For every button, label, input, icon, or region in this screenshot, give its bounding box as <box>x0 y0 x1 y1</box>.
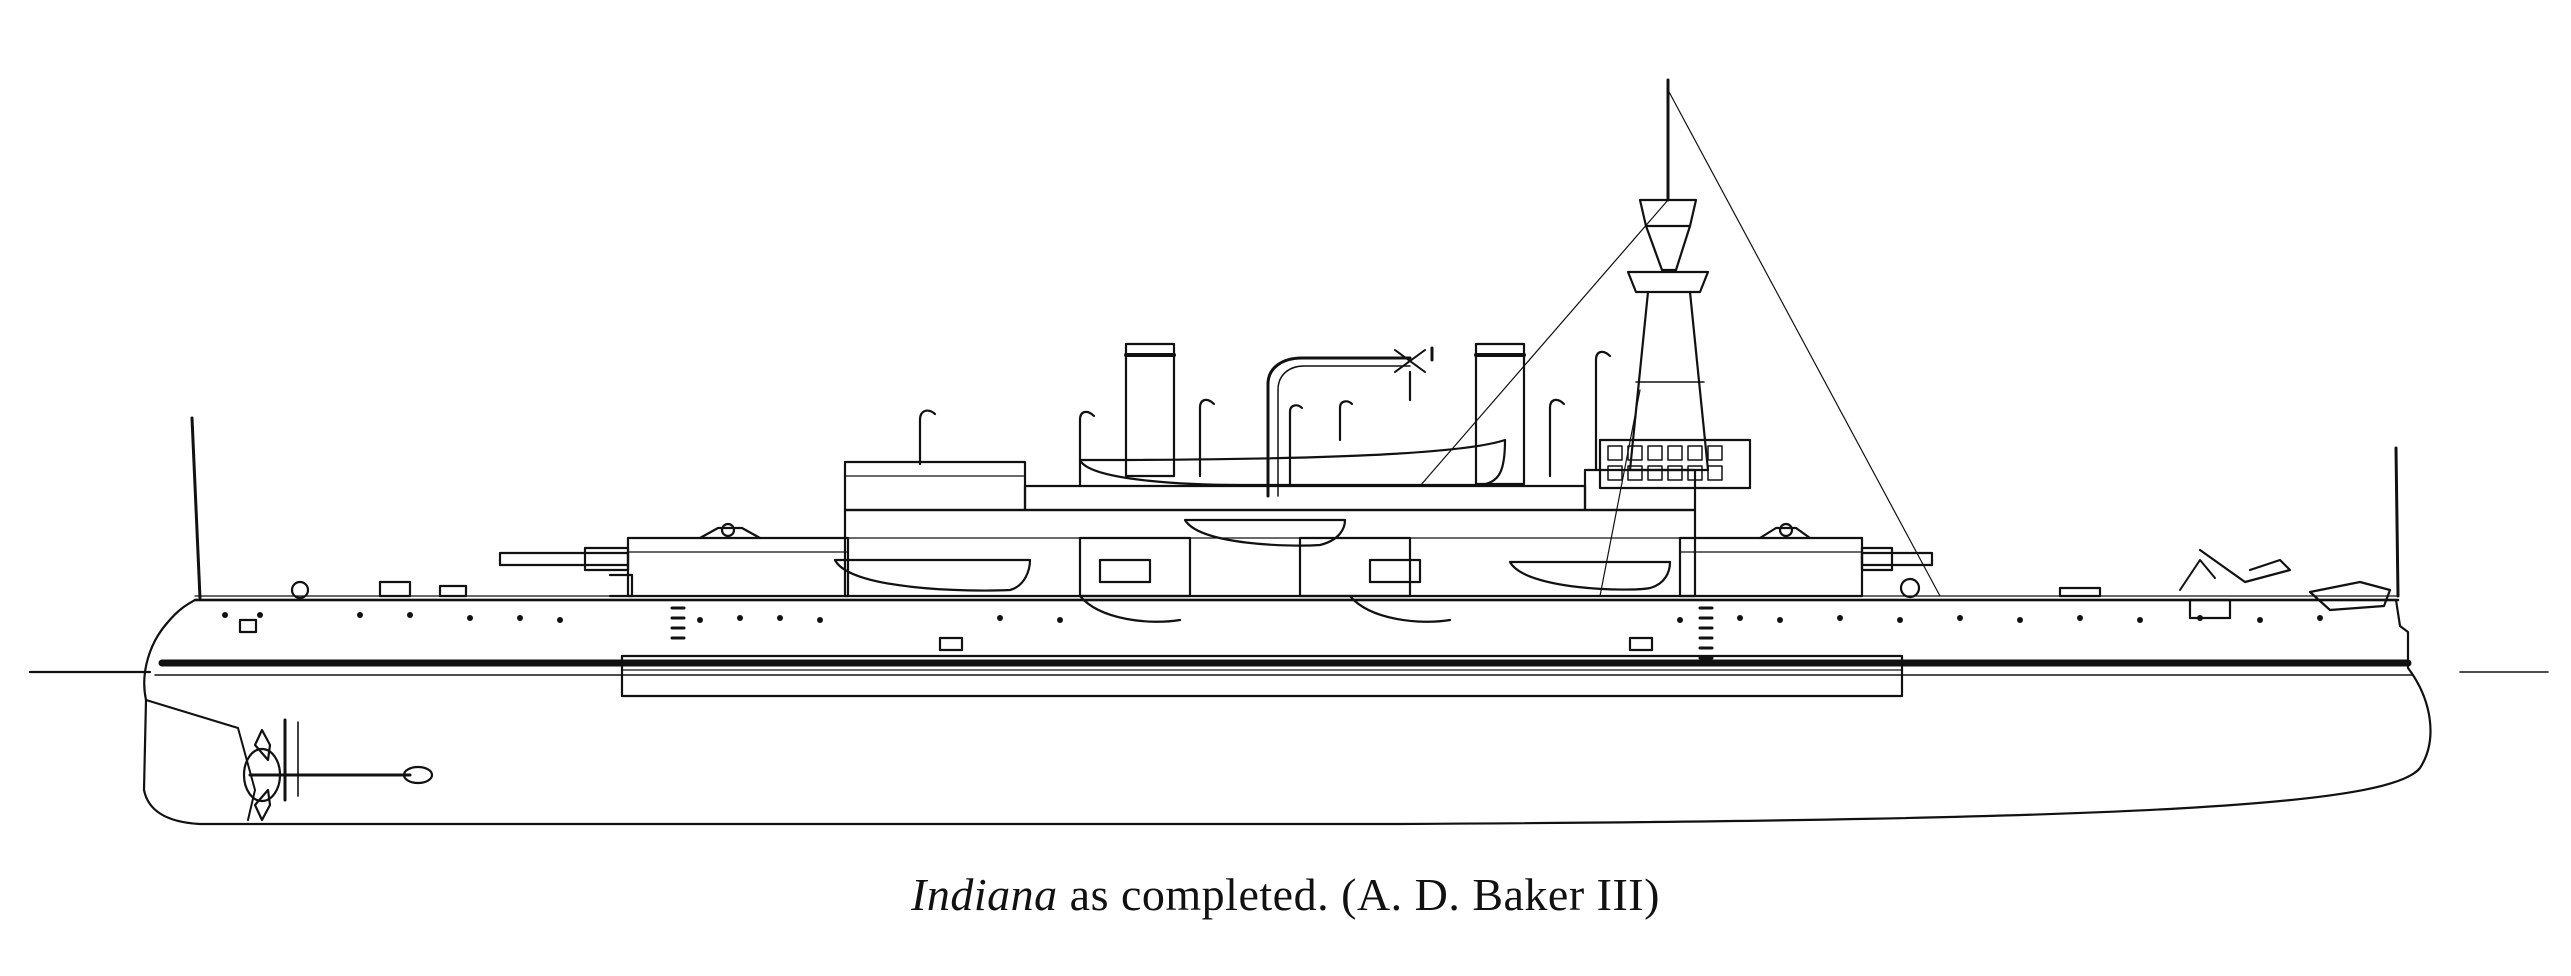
funnels <box>1124 342 1526 486</box>
boats <box>833 438 1672 592</box>
ventilators <box>918 350 1612 488</box>
propeller-shaft <box>242 718 434 822</box>
boat-crane <box>1266 346 1434 498</box>
fwd-main-turret <box>1678 522 1934 599</box>
caption-text: as completed. (A. D. Baker III) <box>1057 869 1660 920</box>
rigging <box>1419 89 1941 597</box>
figure-caption: Indiana as completed. (A. D. Baker III) <box>0 868 2571 921</box>
portholes <box>222 612 2323 623</box>
superstructure <box>843 460 1697 623</box>
caption-ship-name: Indiana <box>911 869 1058 920</box>
draft-marks <box>670 606 1714 660</box>
stern-flagstaff <box>190 416 202 600</box>
anchor-gear <box>2179 548 2392 620</box>
military-mast <box>1598 78 1752 490</box>
bow-jackstaff <box>2394 446 2400 598</box>
hull <box>142 598 2432 826</box>
aft-main-turret <box>498 522 850 598</box>
deck-fittings <box>238 580 2102 652</box>
